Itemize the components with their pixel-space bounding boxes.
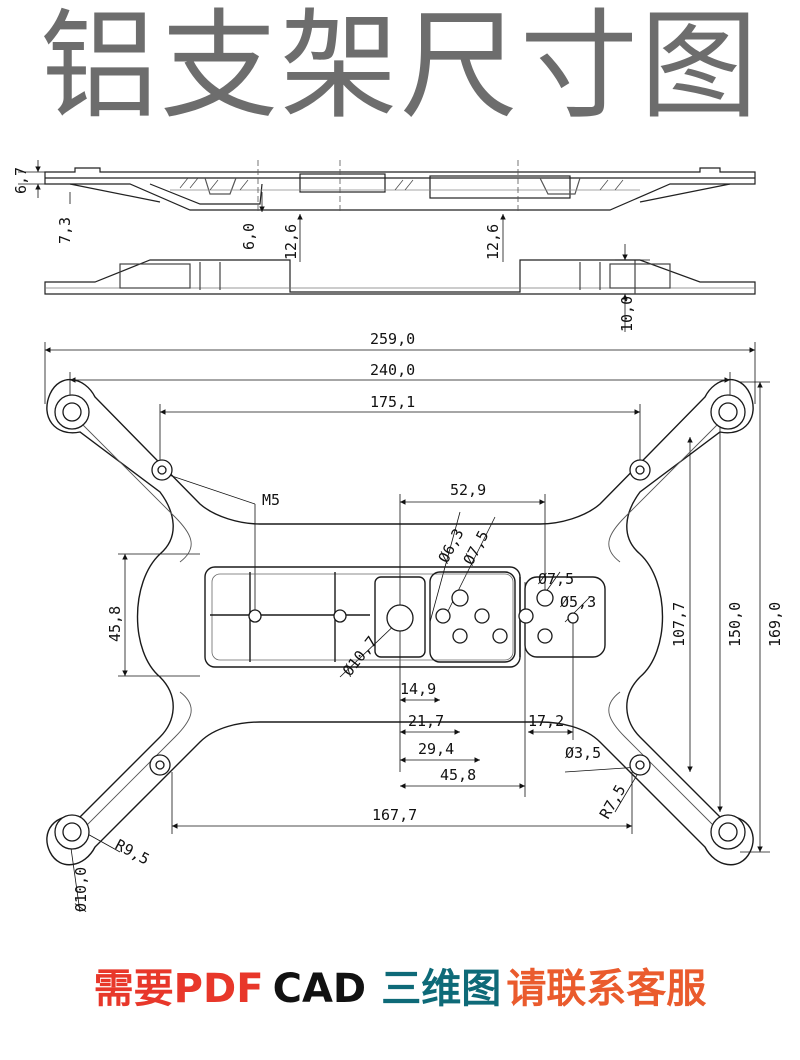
dim-w167-7: 167,7: [372, 806, 417, 824]
footer-text-contact: 请联系客服: [506, 966, 707, 1012]
side-view-top: [44, 160, 756, 214]
dim-w14-9: 14,9: [400, 680, 436, 698]
side-view-bottom-dims: [615, 244, 650, 332]
dim-d3-5: Ø3,5: [565, 744, 601, 762]
dim-mount-width: 240,0: [370, 361, 415, 379]
title-banner: 铝支架尺寸图: [0, 0, 800, 132]
footer-text-cad: CAD: [272, 966, 367, 1012]
dim-overall-width: 259,0: [370, 330, 415, 348]
dim-h169: 169,0: [766, 602, 784, 647]
dim-w21-7: 21,7: [408, 712, 444, 730]
dim-d10: Ø10,0: [72, 867, 90, 912]
dim-inner-width: 175,1: [370, 393, 415, 411]
dim-d7-5-b: Ø7,5: [538, 570, 574, 588]
dim-r9-5: R9,5: [112, 836, 152, 869]
dim-r7-5: R7,5: [596, 782, 630, 822]
dim-thread: M5: [262, 491, 280, 509]
dim-w45-8: 45,8: [440, 766, 476, 784]
dim-d10-7: Ø10,7: [339, 633, 381, 680]
side-view-top-dims: [18, 160, 506, 262]
side-view-bottom: [44, 259, 756, 295]
technical-drawing: 6,7 7,3 6,0 12,6 12,6 10,0: [12, 160, 784, 913]
dim-h150: 150,0: [726, 602, 744, 647]
dim-6-7: 6,7: [12, 167, 30, 194]
mounting-holes: [54, 394, 746, 850]
dim-6-0: 6,0: [240, 223, 258, 250]
dim-12-6-b: 12,6: [484, 224, 502, 260]
dim-h45-8: 45,8: [106, 606, 124, 642]
top-view-dims: [44, 342, 770, 913]
dim-h107-7: 107,7: [670, 602, 688, 647]
page-title: 铝支架尺寸图: [39, 0, 760, 135]
dim-w29-4: 29,4: [418, 740, 454, 758]
dim-12-6-a: 12,6: [282, 224, 300, 260]
footer-text-3d: 三维图: [381, 966, 502, 1012]
dim-w17-2: 17,2: [528, 712, 564, 730]
dim-hole-span: 52,9: [450, 481, 486, 499]
dim-7-3: 7,3: [56, 217, 74, 244]
dim-10-0: 10,0: [618, 296, 636, 332]
footer-banner: 需要PDF CAD 三维图 请联系客服: [0, 944, 800, 1044]
footer-text-need-pdf: 需要PDF: [93, 966, 264, 1012]
dim-d5-3: Ø5,3: [560, 593, 596, 611]
